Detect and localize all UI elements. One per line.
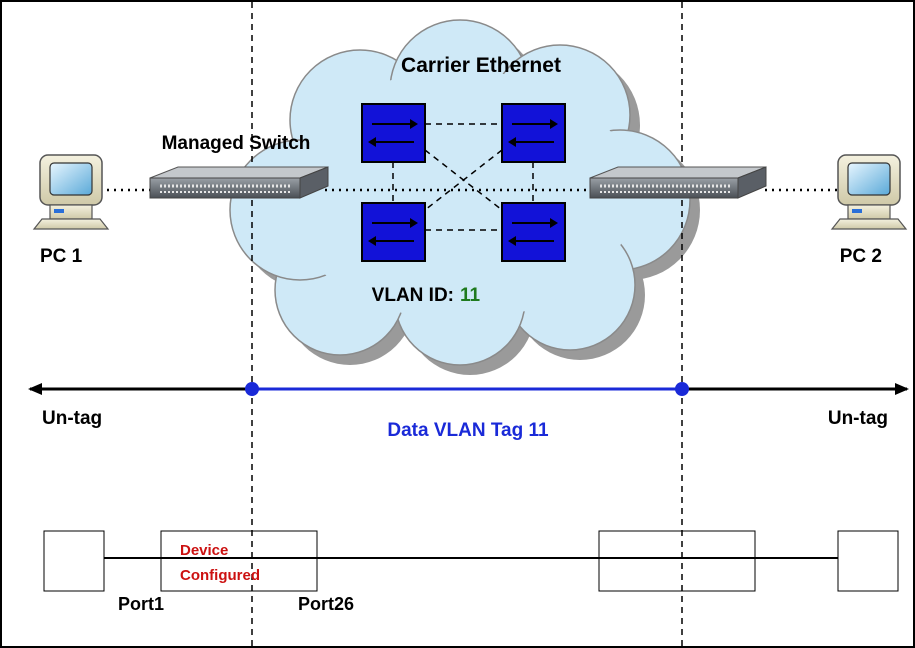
carrier-links: [392, 123, 534, 231]
carrier-switch-bottom-left: [361, 202, 426, 262]
device-configured-box: [160, 530, 318, 592]
managed-switch-left: [149, 166, 329, 199]
pc1-icon: [32, 154, 110, 230]
tag-point-left: [245, 382, 259, 396]
pc2-label: PC 2: [840, 246, 882, 267]
carrier-switch-top-left: [361, 103, 426, 163]
pc1-label: PC 1: [40, 246, 83, 267]
vlan-id-value: 11: [460, 285, 481, 306]
data-vlan-label: Data VLAN Tag 11: [387, 420, 549, 441]
configured-label: Configured: [180, 567, 260, 584]
pc2-box: [837, 530, 899, 592]
pc1-box: [43, 530, 105, 592]
cloud-title: Carrier Ethernet: [401, 54, 561, 77]
cloud-core: [285, 70, 635, 320]
tag-point-right: [675, 382, 689, 396]
vlan-id-label: VLAN ID:: [372, 285, 454, 306]
managed-switch-right: [589, 166, 767, 199]
untag-left-label: Un-tag: [42, 408, 102, 429]
port1-label: Port1: [118, 594, 164, 614]
carrier-switch-top-right: [501, 103, 566, 163]
remote-device-box: [598, 530, 756, 592]
port26-label: Port26: [298, 594, 354, 614]
untag-right-label: Un-tag: [828, 408, 888, 429]
device-label: Device: [180, 542, 228, 559]
pc2-icon: [830, 154, 908, 230]
managed-switch-label: Managed Switch: [162, 133, 311, 154]
carrier-switch-bottom-right: [501, 202, 566, 262]
